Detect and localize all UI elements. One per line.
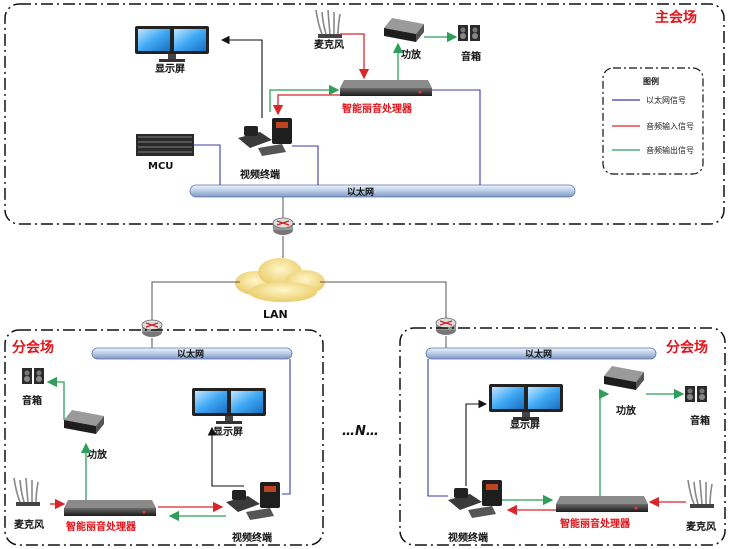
- left-terminal-label: 视频终端: [232, 531, 272, 544]
- right-speaker-icon: [685, 386, 707, 402]
- right-mic-icon: [687, 479, 715, 509]
- main-ethernet-label: 以太网: [347, 186, 374, 198]
- right-processor-to-amp-line: [598, 388, 610, 496]
- left-processor-icon: [64, 500, 156, 516]
- lan-label: LAN: [263, 308, 288, 321]
- main-display-icon: [135, 26, 209, 62]
- legend-title: 图例: [643, 76, 659, 86]
- left-mic-icon: [13, 477, 41, 507]
- main-mic-label: 麦克风: [314, 38, 344, 51]
- left-branch-title: 分会场: [12, 339, 54, 356]
- right-branch-boundary: [399, 327, 726, 546]
- legend-ethernet-label: 以太网信号: [646, 95, 686, 105]
- main-terminal-icon: [238, 118, 292, 156]
- mcu-ethernet-link: [194, 144, 221, 185]
- main-processor-label: 智能丽音处理器: [342, 102, 413, 115]
- left-amp-label: 功放: [87, 448, 108, 461]
- left-branch-boundary: [4, 329, 324, 546]
- right-processor-label: 智能丽音处理器: [560, 517, 631, 530]
- right-display-icon: [489, 384, 563, 420]
- right-terminal-icon: [448, 480, 502, 518]
- left-display-label: 显示屏: [213, 426, 243, 438]
- right-processor-icon: [556, 496, 648, 512]
- main-terminal-to-display-line: [220, 35, 263, 118]
- left-processor-label: 智能丽音处理器: [66, 520, 137, 533]
- main-processor-ethernet-link: [432, 89, 481, 185]
- main-display-label: 显示屏: [155, 63, 185, 75]
- right-router-icon: [435, 317, 457, 336]
- right-mic-label: 麦克风: [686, 520, 716, 533]
- main-speaker-icon: [458, 25, 480, 41]
- right-display-label: 显示屏: [510, 419, 540, 431]
- mcu-label: MCU: [148, 161, 173, 172]
- left-amp-to-speaker-line: [46, 376, 65, 420]
- main-terminal-label: 视频终端: [240, 168, 280, 181]
- lan-cloud-icon: [235, 258, 325, 302]
- main-processor-to-terminal-line: [272, 94, 340, 116]
- legend-audio-in-label: 音频输入信号: [646, 121, 694, 131]
- lan-to-left-branch-line: [151, 281, 240, 320]
- main-amp-label: 功放: [401, 48, 422, 61]
- main-site-boundary: [4, 3, 725, 225]
- main-router-icon: [272, 217, 294, 236]
- left-ethernet-bus: [91, 347, 293, 360]
- legend-box: [602, 67, 704, 175]
- main-ethernet-bus: [189, 184, 576, 198]
- right-terminal-label: 视频终端: [448, 531, 488, 544]
- left-amp-icon: [64, 410, 104, 434]
- ellipsis-n: …N…: [342, 424, 379, 439]
- left-speaker-icon: [22, 368, 44, 384]
- main-mic-icon: [315, 9, 343, 39]
- legend-audio-out-label: 音频输出信号: [646, 145, 694, 155]
- right-ethernet-bus: [425, 347, 657, 360]
- left-router-icon: [141, 319, 163, 338]
- left-terminal-ethernet-link: [282, 359, 291, 495]
- left-ethernet-label: 以太网: [177, 348, 204, 360]
- right-amp-label: 功放: [616, 404, 637, 417]
- left-terminal-icon: [226, 482, 280, 520]
- main-amp-icon: [384, 18, 424, 42]
- left-display-icon: [192, 388, 266, 424]
- right-terminal-to-display-line: [465, 399, 488, 486]
- right-ethernet-label: 以太网: [525, 348, 552, 360]
- right-branch-title: 分会场: [666, 339, 708, 356]
- main-terminal-to-processor-line: [269, 84, 340, 112]
- lan-to-right-branch-line: [320, 281, 447, 318]
- right-amp-icon: [604, 366, 644, 390]
- main-processor-icon: [340, 80, 432, 96]
- main-speaker-label: 音箱: [461, 50, 481, 63]
- main-terminal-ethernet-link: [292, 145, 319, 185]
- main-mic-to-processor-line: [340, 33, 370, 80]
- left-speaker-label: 音箱: [22, 394, 42, 407]
- main-site-title: 主会场: [655, 9, 697, 26]
- left-mic-label: 麦克风: [14, 518, 44, 531]
- right-speaker-label: 音箱: [690, 414, 710, 427]
- mcu-icon: [136, 134, 194, 156]
- left-terminal-to-display-line: [207, 426, 244, 487]
- right-terminal-ethernet-link: [427, 359, 448, 497]
